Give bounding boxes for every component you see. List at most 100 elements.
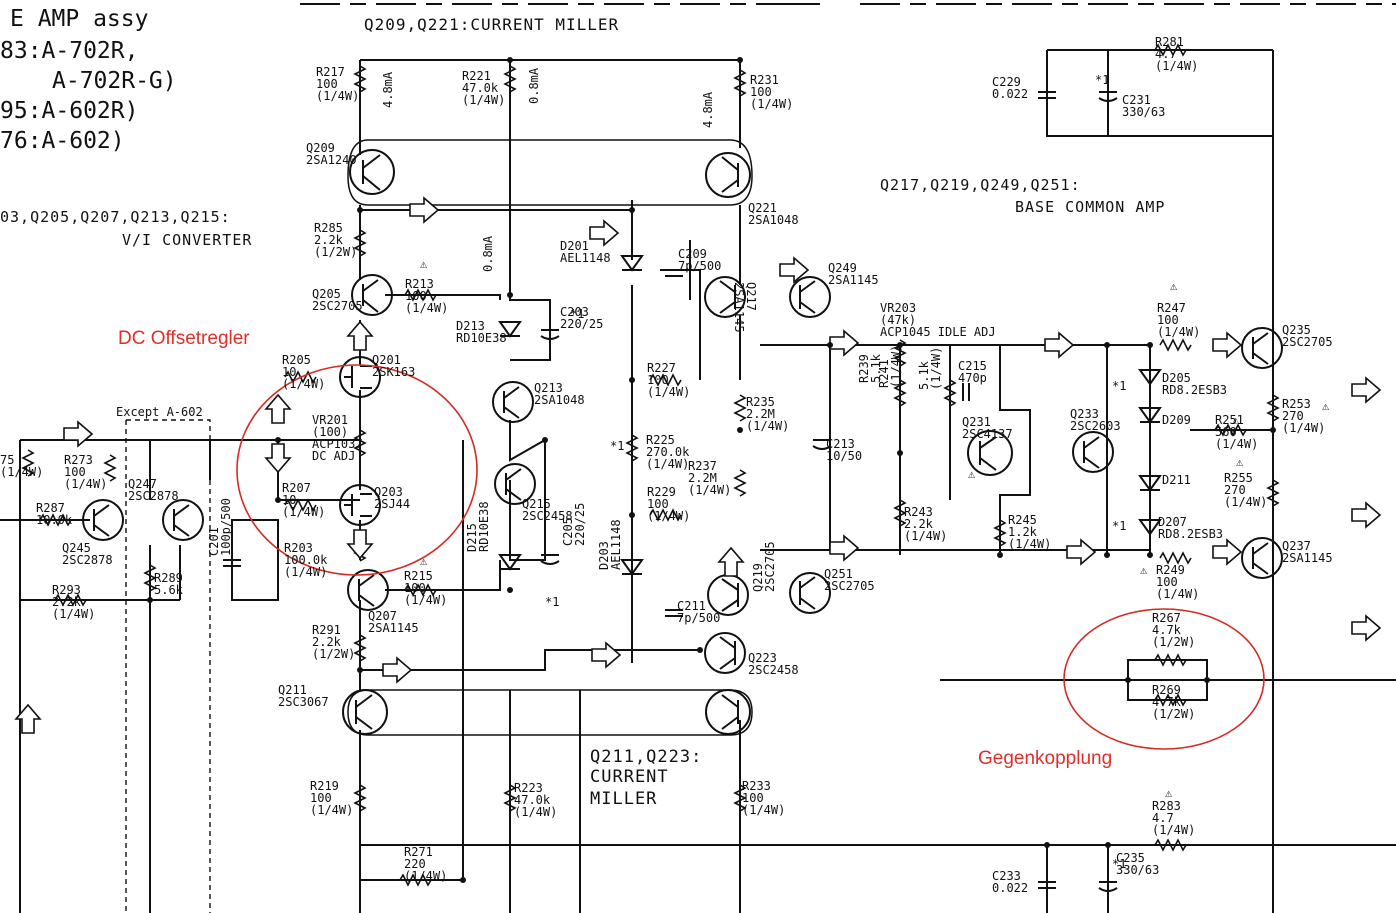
part-label-line: (1/4W) bbox=[282, 505, 325, 519]
part-label-line: R287 bbox=[36, 501, 65, 515]
part-label-line: 2SA1145 bbox=[368, 621, 419, 635]
capacitor-c213 bbox=[812, 439, 832, 450]
part-label-line: R273 bbox=[64, 453, 93, 467]
part-label-line: (1/4W) bbox=[64, 477, 107, 491]
transistor-q217 bbox=[704, 276, 746, 318]
transistor-q237 bbox=[1241, 537, 1283, 579]
transistor-q251 bbox=[789, 572, 831, 614]
part-label-line: 2SA1240 bbox=[306, 153, 357, 167]
part-label-line: R205 bbox=[282, 353, 311, 367]
resistor-r221 bbox=[503, 65, 517, 93]
part-label-line: 100p/500 bbox=[219, 498, 233, 556]
part-label-line: D207 bbox=[1158, 515, 1187, 529]
part-label-line: R253 bbox=[1282, 397, 1311, 411]
resistor-r253 bbox=[1266, 394, 1280, 422]
part-label-line: AEL1148 bbox=[609, 519, 623, 570]
part-label-line: R207 bbox=[282, 481, 311, 495]
part-label-line: Q245 bbox=[62, 541, 91, 555]
part-label-line: 100 bbox=[742, 791, 764, 805]
part-label-line: R203 bbox=[284, 541, 313, 555]
part-label-line: 270 bbox=[1224, 483, 1246, 497]
resistor-r245 bbox=[993, 519, 1007, 547]
transistor-q219 bbox=[707, 574, 749, 616]
part-label-d211: D211 bbox=[1162, 473, 1191, 487]
part-label-line: Q233 bbox=[1070, 407, 1099, 421]
part-label-line: Q215 bbox=[522, 497, 551, 511]
part-label-line: R267 bbox=[1152, 611, 1181, 625]
part-label-line: (1/4W) bbox=[750, 97, 793, 111]
part-label-line: (1/4W) bbox=[1156, 587, 1199, 601]
diode-d213 bbox=[498, 321, 522, 338]
resistor-r213 bbox=[404, 288, 437, 302]
transistor-q205 bbox=[351, 274, 393, 316]
transistor-q231 bbox=[967, 430, 1013, 476]
current-miller-bottom-1: Q211,Q223: bbox=[590, 747, 702, 767]
part-label-line: RD10E38 bbox=[477, 501, 491, 552]
part-label-line: (1/2W) bbox=[312, 647, 355, 661]
part-label-line: 10.0k bbox=[36, 513, 73, 527]
part-label-d215: D215RD10E38 bbox=[465, 501, 491, 552]
transistor-q235 bbox=[1241, 327, 1283, 369]
capacitor-c201 bbox=[223, 559, 241, 567]
part-label-line: (1/4W) bbox=[1282, 421, 1325, 435]
current-miller-top: Q209,Q221:CURRENT MILLER bbox=[364, 15, 619, 34]
part-label-line: 4.7 bbox=[1152, 811, 1174, 825]
except-label: Except A-602 bbox=[116, 405, 203, 419]
part-label-line: (1/4W) bbox=[1155, 59, 1198, 73]
capacitor-c233 bbox=[1038, 881, 1056, 889]
dc-offset-highlight bbox=[236, 364, 478, 576]
part-label-line: AEL1148 bbox=[560, 251, 611, 265]
note-mark: *1 bbox=[545, 595, 559, 609]
transistor-q249 bbox=[789, 276, 831, 318]
resistor-r249 bbox=[1159, 551, 1192, 565]
part-label-line: Q247 bbox=[128, 477, 157, 491]
part-label-line: R221 bbox=[462, 69, 491, 83]
part-label-q219: Q2192SC2705 bbox=[751, 541, 777, 592]
part-label-line: R283 bbox=[1152, 799, 1181, 813]
part-label-line: 10 bbox=[282, 365, 296, 379]
current-miller-bottom-3: MILLER bbox=[590, 789, 657, 809]
diode-d215 bbox=[498, 554, 522, 571]
part-label-line: R223 bbox=[514, 781, 543, 795]
part-label-line: (100) bbox=[312, 425, 348, 439]
part-label-line: (1/4W) bbox=[1157, 325, 1200, 339]
current-miller-bottom-2: CURRENT bbox=[590, 767, 669, 787]
part-label-line: R227 bbox=[647, 361, 676, 375]
part-label-line: R231 bbox=[750, 73, 779, 87]
current-label-2: 0.8mA bbox=[527, 67, 541, 104]
transistor-q211 bbox=[342, 689, 388, 735]
part-label-line: (1/4W) bbox=[405, 301, 448, 315]
part-label-line: (1/4W) bbox=[404, 869, 447, 883]
part-label-line: (1/4W) bbox=[1215, 437, 1258, 451]
resistor-r239 bbox=[893, 379, 907, 407]
part-label-r241: R241(1/4W) bbox=[877, 345, 903, 388]
part-label-line: Q249 bbox=[828, 261, 857, 275]
part-label-line: (1/4W) bbox=[688, 483, 731, 497]
part-label-line: Q213 bbox=[534, 381, 563, 395]
header-texts: E AMP assy 83:A-702R, A-702R-G) 95:A-602… bbox=[0, 6, 1164, 809]
resistor-r289 bbox=[143, 564, 157, 592]
current-label-1: 4.8mA bbox=[381, 71, 395, 108]
